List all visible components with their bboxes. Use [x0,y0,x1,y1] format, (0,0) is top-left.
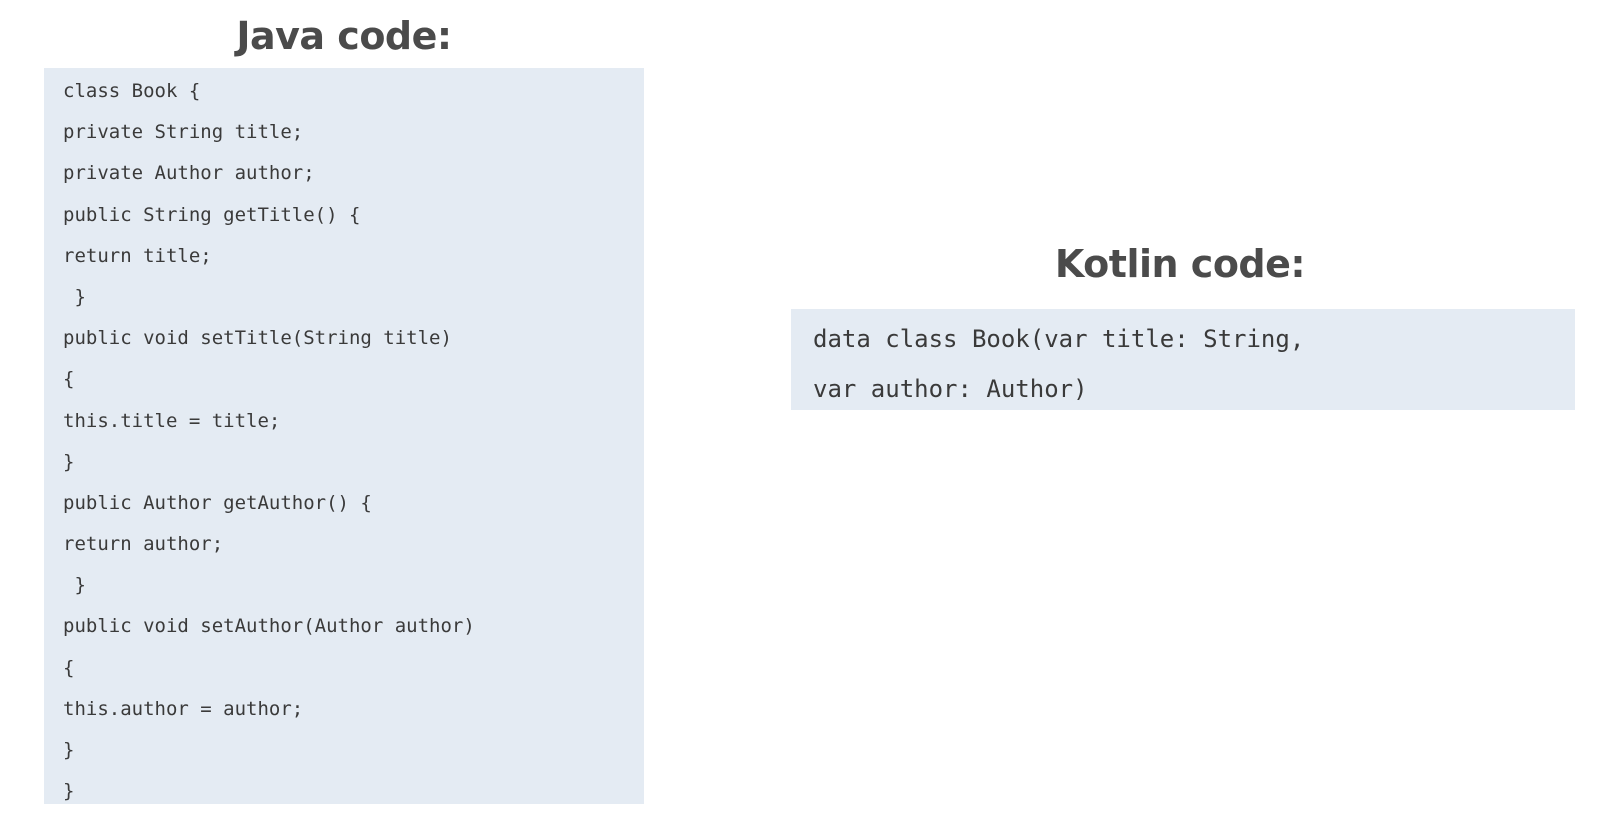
java-code-line: { [63,368,75,391]
java-code-line: this.author = author; [63,697,304,720]
kotlin-code-heading: Kotlin code: [1054,242,1306,286]
kotlin-code-block: data class Book(var title: String, var a… [791,309,1575,410]
java-code-line: } [63,574,86,597]
java-code-line: public Author getAuthor() { [63,491,372,514]
java-code-line: class Book { [63,80,201,102]
java-code-line: this.title = title; [63,409,281,432]
java-code-line: public void setTitle(String title) [63,327,452,350]
kotlin-code-line: var author: Author) [813,375,1088,403]
java-code-line: private Author author; [63,162,315,185]
java-code-line: } [63,285,86,308]
java-code-line: } [63,780,75,803]
java-code-line: } [63,450,75,473]
java-code-block: class Book { private String title; priva… [44,68,644,804]
java-code-line: return title; [63,244,212,267]
java-code-line: public void setAuthor(Author author) [63,615,475,638]
java-code-line: } [63,739,75,761]
java-code-heading: Java code: [236,14,452,58]
java-code-line: private String title; [63,121,304,144]
java-code-line: public String getTitle() { [63,203,361,226]
kotlin-code-line: data class Book(var title: String, [813,325,1305,353]
java-code-line: { [63,656,75,679]
java-code-line: return author; [63,533,224,556]
